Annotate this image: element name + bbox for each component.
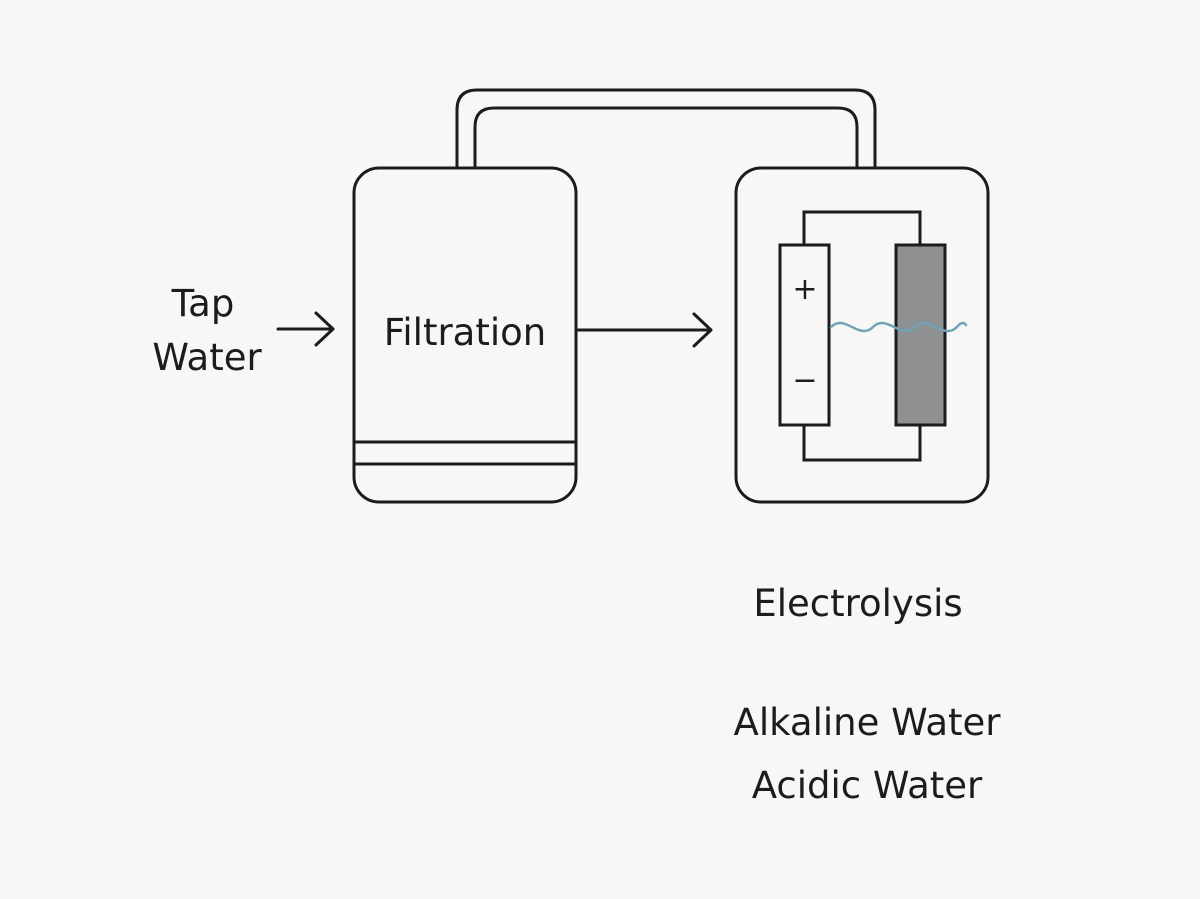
electrolysis-unit [734,166,990,504]
electrolysis-label: Electrolysis [753,582,963,625]
circuit-wire [802,210,922,462]
acidic-water-label: Acidic Water [751,764,983,807]
negative-electrode [894,243,947,427]
connecting-pipe [455,88,877,168]
positive-electrode [778,243,831,427]
input-arrow [276,311,335,347]
alkaline-water-label: Alkaline Water [733,701,1001,744]
minus-sign: − [792,363,818,398]
plus-sign: + [792,272,818,307]
filtration-tank [352,166,578,504]
filtration-label: Filtration [383,311,547,354]
water-wave [829,321,968,333]
input-label-line2: Water [152,336,262,379]
filter-to-electrolysis-arrow [576,312,713,348]
input-label-line1: Tap [171,282,235,325]
